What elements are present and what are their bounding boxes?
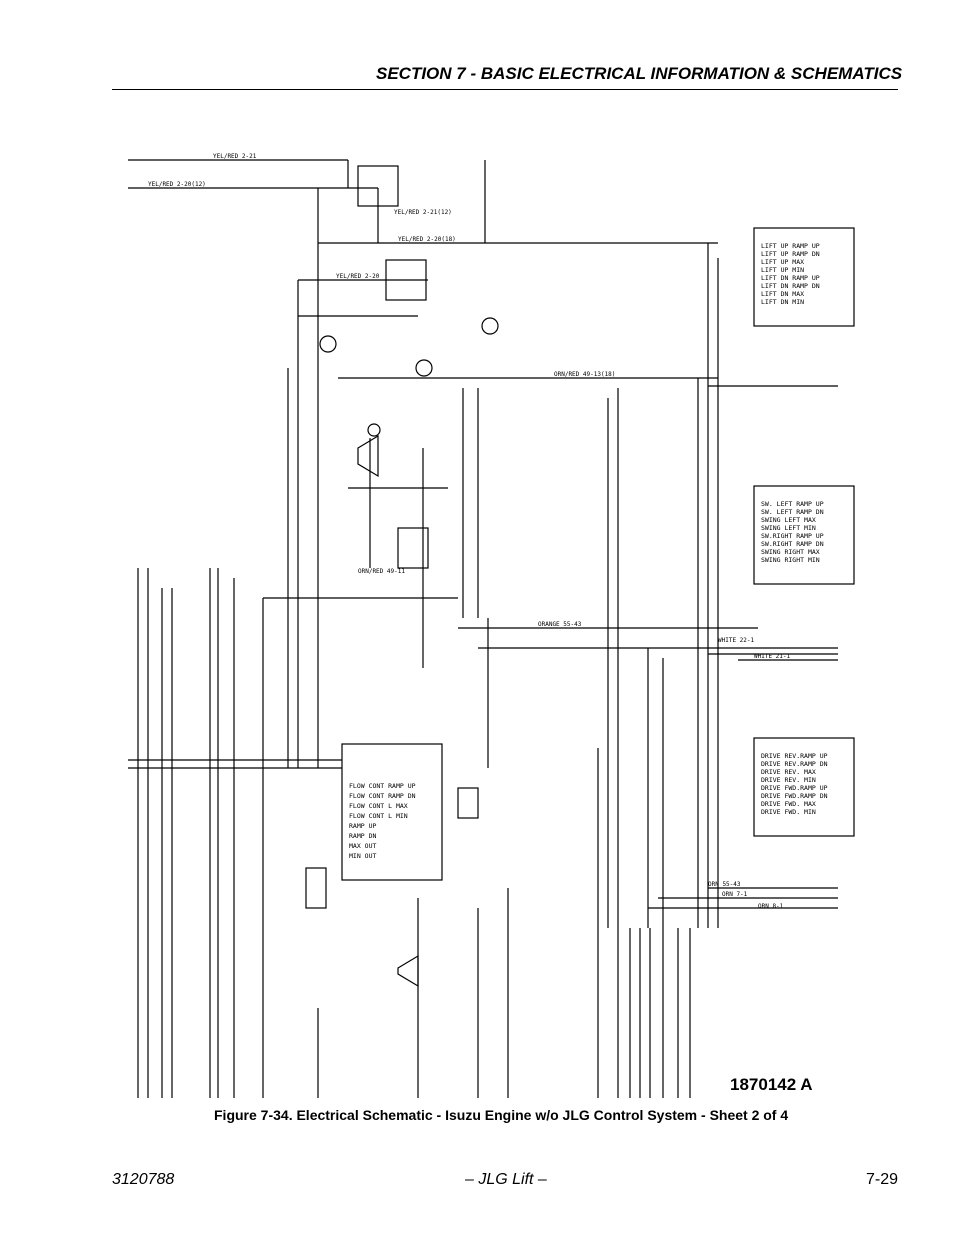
wire-label: YEL/RED 2-20(12) xyxy=(148,181,206,188)
wire-label: WHITE 21-1 xyxy=(754,653,791,660)
module-row: DRIVE REV. MIN xyxy=(761,776,816,784)
electrical-schematic: LIFT UP RAMP UP LIFT UP RAMP DN LIFT UP … xyxy=(128,153,855,1098)
module-row: MAX OUT xyxy=(349,842,376,850)
module-row: SWING LEFT MIN xyxy=(761,524,816,532)
module-row: LIFT DN MIN xyxy=(761,298,804,306)
wiring xyxy=(128,159,838,1098)
module-row: FLOW CONT RAMP UP xyxy=(349,782,416,790)
module-row: DRIVE FWD. MAX xyxy=(761,800,816,808)
module-row: LIFT DN RAMP DN xyxy=(761,282,820,290)
wire-label: YEL/RED 2-21 xyxy=(213,153,257,160)
module-2-text: SW. LEFT RAMP UP SW. LEFT RAMP DN SWING … xyxy=(761,500,824,564)
module-row: MIN OUT xyxy=(349,852,376,860)
module-row: SW. LEFT RAMP DN xyxy=(761,508,824,516)
figure-caption: Figure 7-34. Electrical Schematic - Isuz… xyxy=(214,1107,789,1123)
control-modules xyxy=(341,227,855,881)
module-row: SWING RIGHT MAX xyxy=(761,548,820,556)
drawing-number: 1870142 A xyxy=(730,1075,813,1094)
wire-label: WHITE 22-1 xyxy=(718,637,755,644)
module-row: SW.RIGHT RAMP DN xyxy=(761,540,824,548)
header-rule xyxy=(112,89,898,90)
wire-label: ORN 7-1 xyxy=(722,891,748,898)
module-row: LIFT DN RAMP UP xyxy=(761,274,820,282)
module-row: LIFT UP RAMP UP xyxy=(761,242,820,250)
wire-label: YEL/RED 2-20(18) xyxy=(398,236,456,243)
wire-label: ORN/RED 49-13(18) xyxy=(554,371,615,378)
wire-label: YEL/RED 2-21(12) xyxy=(394,209,452,216)
module-4-text: FLOW CONT RAMP UP FLOW CONT RAMP DN FLOW… xyxy=(349,782,416,860)
module-row: DRIVE REV.RAMP DN xyxy=(761,760,828,768)
module-row: DRIVE FWD.RAMP DN xyxy=(761,792,828,800)
module-row: FLOW CONT L MAX xyxy=(349,802,408,810)
module-row: FLOW CONT L MIN xyxy=(349,812,408,820)
module-row: SWING LEFT MAX xyxy=(761,516,816,524)
module-row: LIFT UP MIN xyxy=(761,266,804,274)
section-title: SECTION 7 - BASIC ELECTRICAL INFORMATION… xyxy=(376,64,903,83)
module-row: SW. LEFT RAMP UP xyxy=(761,500,824,508)
module-row: DRIVE REV. MAX xyxy=(761,768,816,776)
wire-label: YEL/RED 2-20 xyxy=(336,273,380,280)
wire-label: ORN 55-43 xyxy=(708,881,741,888)
module-1-text: LIFT UP RAMP UP LIFT UP RAMP DN LIFT UP … xyxy=(761,242,820,306)
footer-doc-number: 3120788 xyxy=(112,1171,175,1188)
module-row: LIFT UP MAX xyxy=(761,258,804,266)
module-row: LIFT DN MAX xyxy=(761,290,804,298)
module-row: DRIVE REV.RAMP UP xyxy=(761,752,828,760)
module-row: DRIVE FWD.RAMP UP xyxy=(761,784,828,792)
footer-center: – JLG Lift – xyxy=(465,1171,547,1188)
wire-label: ORN 8-1 xyxy=(758,903,784,910)
module-row: DRIVE FWD. MIN xyxy=(761,808,816,816)
wire-label: ORN/RED 49-11 xyxy=(358,568,405,575)
module-row: RAMP DN xyxy=(349,832,376,840)
footer-page-number: 7-29 xyxy=(866,1171,899,1188)
module-row: SWING RIGHT MIN xyxy=(761,556,820,564)
module-3-text: DRIVE REV.RAMP UP DRIVE REV.RAMP DN DRIV… xyxy=(761,752,828,816)
module-row: SW.RIGHT RAMP UP xyxy=(761,532,824,540)
wire-label: ORANGE 55-43 xyxy=(538,621,582,628)
module-row: RAMP UP xyxy=(349,822,376,830)
module-row: FLOW CONT RAMP DN xyxy=(349,792,416,800)
module-row: LIFT UP RAMP DN xyxy=(761,250,820,258)
wire-labels: YEL/RED 2-21 YEL/RED 2-20(12) YEL/RED 2-… xyxy=(148,153,791,910)
